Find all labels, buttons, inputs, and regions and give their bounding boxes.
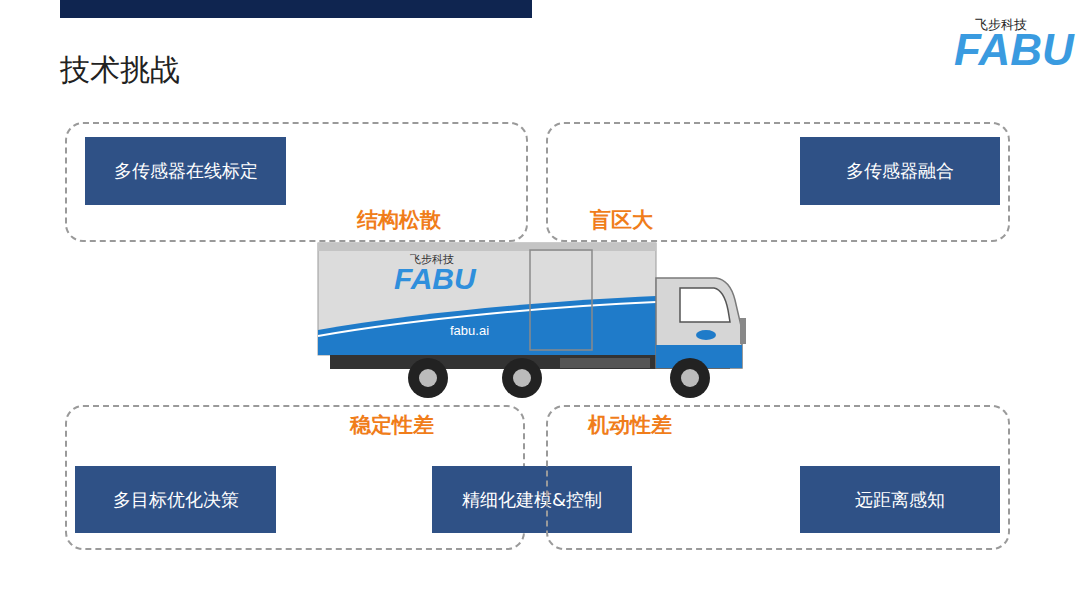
challenge-region: 结构松散 多传感器在线标定: [65, 122, 528, 242]
truck: [318, 243, 746, 398]
solution-box: 远距离感知: [800, 466, 1000, 533]
box-label: 精细化建模&控制: [462, 488, 602, 512]
challenge-label: 稳定性差: [350, 411, 434, 439]
challenge-region: 机动性差远距离感知: [546, 405, 1010, 550]
challenge-label: 结构松散: [357, 206, 441, 234]
box-label: 远距离感知: [855, 488, 945, 512]
solution-box: 多传感器融合: [800, 137, 1000, 205]
challenge-label: 盲区大: [590, 206, 653, 234]
logo-wordmark: FABU: [954, 28, 1074, 72]
truck-logo-wordmark: FABU: [394, 264, 476, 294]
header-bar: [60, 0, 532, 18]
box-label: 多目标优化决策: [113, 488, 239, 512]
solution-box: 多传感器在线标定: [85, 137, 286, 205]
challenge-label: 机动性差: [588, 411, 672, 439]
slide-title: 技术挑战: [60, 50, 180, 91]
truck-url: fabu.ai: [450, 324, 489, 337]
solution-box: 精细化建模&控制: [432, 466, 632, 533]
solution-box: 多目标优化决策: [75, 466, 276, 533]
challenge-region: 盲区大 多传感器融合: [546, 122, 1010, 242]
box-label: 多传感器融合: [846, 159, 954, 183]
box-label: 多传感器在线标定: [114, 159, 258, 183]
